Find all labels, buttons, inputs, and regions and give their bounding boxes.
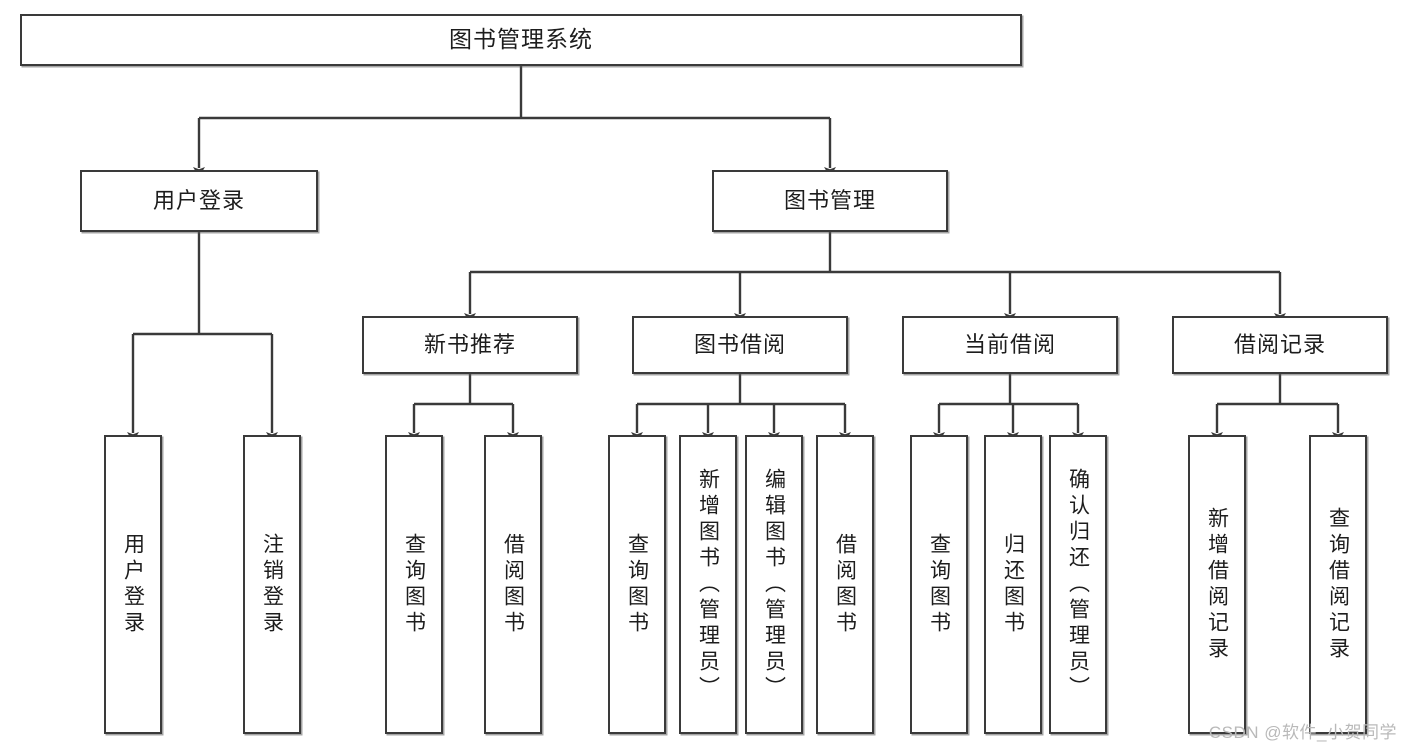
node-new-book-recommend[interactable]: 新书推荐: [362, 316, 578, 374]
node-leaf-edit-book-admin[interactable]: 编辑图书（管理员）: [745, 435, 803, 734]
node-label: 借阅记录: [1233, 332, 1326, 358]
node-leaf-borrow-book-2[interactable]: 借阅图书: [816, 435, 874, 734]
node-label: 查询图书: [402, 532, 426, 637]
node-label: 用户登录: [152, 188, 245, 214]
node-label: 新书推荐: [423, 332, 516, 358]
node-label: 确认归还（管理员）: [1066, 467, 1090, 702]
node-leaf-query-borrow-record[interactable]: 查询借阅记录: [1309, 435, 1367, 734]
node-leaf-logout-login[interactable]: 注销登录: [243, 435, 301, 734]
node-leaf-query-book-2[interactable]: 查询图书: [608, 435, 666, 734]
node-user-login[interactable]: 用户登录: [80, 170, 318, 232]
node-leaf-borrow-book-1[interactable]: 借阅图书: [484, 435, 542, 734]
node-label: 借阅图书: [833, 532, 857, 637]
node-label: 新增图书（管理员）: [696, 467, 720, 702]
node-label: 编辑图书（管理员）: [762, 467, 786, 702]
node-leaf-confirm-return-admin[interactable]: 确认归还（管理员）: [1049, 435, 1107, 734]
node-label: 用户登录: [121, 532, 145, 637]
node-root[interactable]: 图书管理系统: [20, 14, 1022, 66]
node-current-borrow[interactable]: 当前借阅: [902, 316, 1118, 374]
node-leaf-query-book-3[interactable]: 查询图书: [910, 435, 968, 734]
node-label: 图书管理: [783, 188, 876, 214]
node-label: 注销登录: [260, 532, 284, 637]
node-label: 归还图书: [1001, 532, 1025, 637]
node-book-borrow[interactable]: 图书借阅: [632, 316, 848, 374]
node-label: 查询图书: [625, 532, 649, 637]
node-book-manage[interactable]: 图书管理: [712, 170, 948, 232]
node-label: 当前借阅: [963, 332, 1056, 358]
node-label: 图书管理系统: [449, 26, 593, 53]
node-leaf-query-book-1[interactable]: 查询图书: [385, 435, 443, 734]
node-leaf-return-book[interactable]: 归还图书: [984, 435, 1042, 734]
node-leaf-add-book-admin[interactable]: 新增图书（管理员）: [679, 435, 737, 734]
node-label: 图书借阅: [693, 332, 786, 358]
node-borrow-record[interactable]: 借阅记录: [1172, 316, 1388, 374]
node-label: 查询借阅记录: [1326, 506, 1350, 663]
node-label: 借阅图书: [501, 532, 525, 637]
connector-paths: [127, 66, 1344, 442]
node-leaf-user-login[interactable]: 用户登录: [104, 435, 162, 734]
node-leaf-add-borrow-record[interactable]: 新增借阅记录: [1188, 435, 1246, 734]
node-label: 新增借阅记录: [1205, 506, 1229, 663]
node-label: 查询图书: [927, 532, 951, 637]
